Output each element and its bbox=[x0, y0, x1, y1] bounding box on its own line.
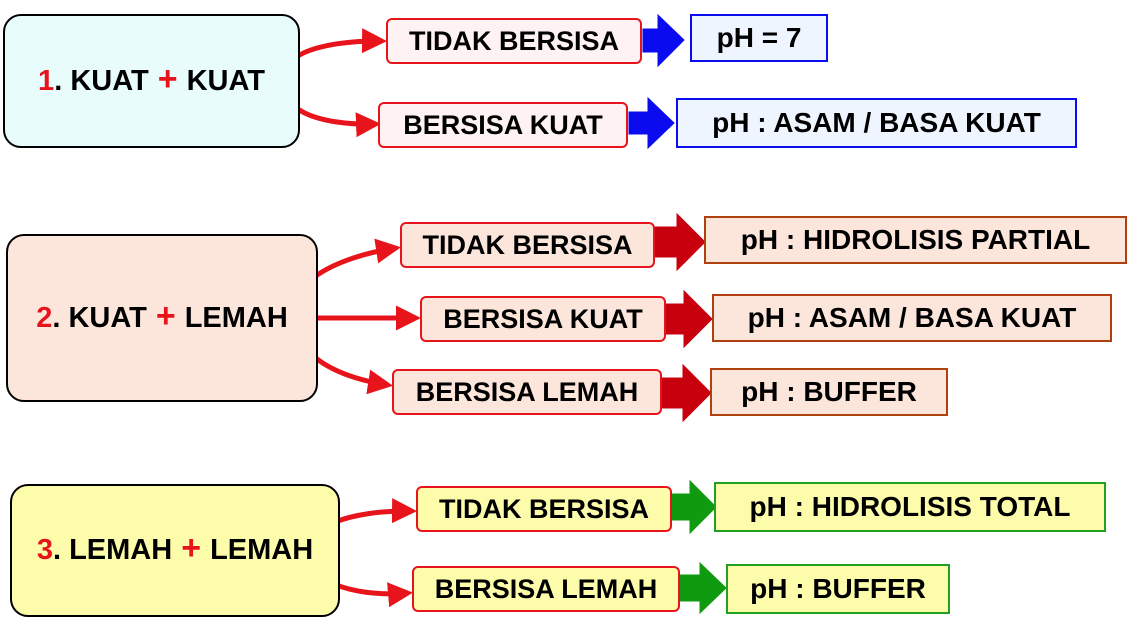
plus-sign: + bbox=[155, 296, 176, 335]
result-box: pH : ASAM / BASA KUAT bbox=[712, 294, 1112, 342]
condition-box: BERSISA LEMAH bbox=[412, 566, 680, 612]
plus-sign: + bbox=[181, 529, 202, 567]
group-right: LEMAH bbox=[184, 301, 288, 334]
result-box: pH : BUFFER bbox=[710, 368, 948, 416]
result-arrow-3-1 bbox=[671, 479, 717, 535]
result-arrow-1-2 bbox=[628, 96, 675, 150]
result-arrow-2-3 bbox=[661, 363, 712, 423]
result-arrow-2-2 bbox=[665, 289, 713, 349]
condition-box: TIDAK BERSISA bbox=[386, 18, 642, 64]
plus-sign: + bbox=[157, 59, 178, 98]
branch-arrow-1-1 bbox=[286, 28, 387, 82]
result-arrow-1-1 bbox=[642, 13, 685, 68]
condition-box: BERSISA LEMAH bbox=[392, 369, 662, 415]
result-box: pH : ASAM / BASA KUAT bbox=[676, 98, 1077, 148]
condition-box: BERSISA KUAT bbox=[378, 102, 628, 148]
condition-box: TIDAK BERSISA bbox=[416, 486, 672, 532]
group-number: 1 bbox=[38, 64, 55, 97]
group-right: LEMAH bbox=[210, 534, 314, 566]
group-right: KUAT bbox=[186, 64, 265, 97]
result-box: pH : HIDROLISIS TOTAL bbox=[714, 482, 1106, 532]
result-arrow-3-2 bbox=[679, 561, 727, 615]
group-left: LEMAH bbox=[69, 534, 173, 566]
result-arrow-2-1 bbox=[654, 212, 706, 272]
branch-arrow-1-2 bbox=[286, 78, 381, 138]
group-3-box: 3. LEMAH + LEMAH bbox=[10, 484, 340, 617]
group-left: KUAT bbox=[70, 64, 149, 97]
group-1-box: 1. KUAT + KUAT bbox=[3, 14, 300, 148]
condition-box: TIDAK BERSISA bbox=[400, 222, 655, 268]
condition-box: BERSISA KUAT bbox=[420, 296, 666, 342]
result-box: pH : HIDROLISIS PARTIAL bbox=[704, 216, 1127, 264]
result-box: pH = 7 bbox=[690, 14, 828, 62]
group-2-box: 2. KUAT + LEMAH bbox=[6, 234, 318, 402]
group-number: 2 bbox=[36, 301, 53, 334]
group-number: 3 bbox=[36, 534, 53, 566]
group-left: KUAT bbox=[68, 301, 147, 334]
result-box: pH : BUFFER bbox=[726, 564, 950, 614]
